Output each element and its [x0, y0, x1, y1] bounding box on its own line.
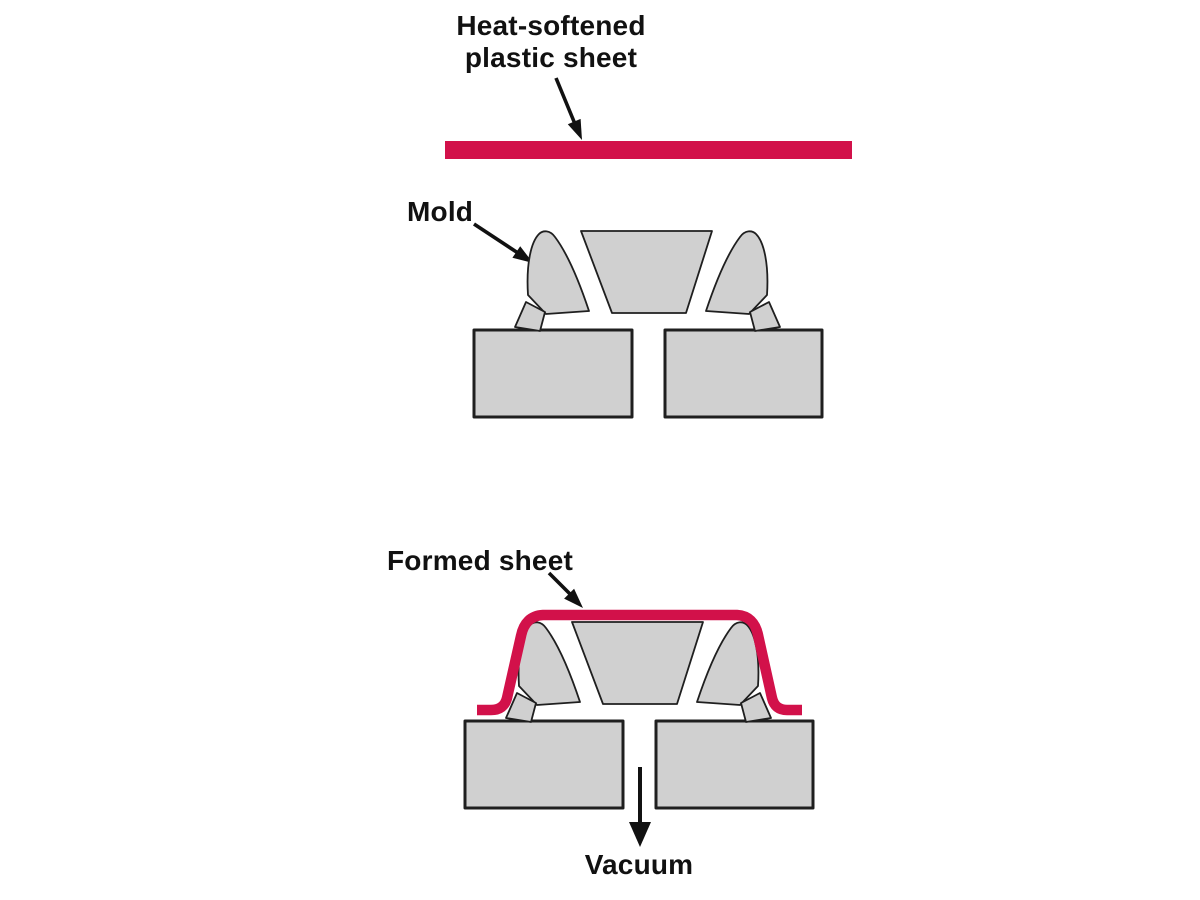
mold-right-fin	[705, 230, 769, 315]
heated-sheet-label: Heat-softened plastic sheet	[411, 10, 691, 74]
heated-sheet-label-line2: plastic sheet	[464, 42, 638, 73]
heated-sheet-arrow-icon	[554, 77, 582, 140]
mold-center-trapezoid	[580, 230, 713, 314]
mold-label: Mold	[407, 196, 474, 227]
vacuum-arrow-icon	[629, 767, 651, 847]
heated-sheet-label-line1: Heat-softened	[456, 10, 646, 41]
mold-right-fin	[696, 621, 760, 706]
mold-base-left	[463, 719, 625, 810]
mold-center-trapezoid	[571, 621, 704, 705]
mold-right-strut	[740, 692, 772, 723]
mold-left-fin	[517, 621, 581, 706]
formed-sheet-label: Formed sheet	[387, 545, 573, 576]
mold-right-strut	[749, 301, 781, 332]
mold-left-strut	[505, 692, 537, 723]
heat-softened-sheet-bar	[445, 141, 852, 159]
mold-left-strut	[514, 301, 546, 332]
formed-sheet-shape	[477, 609, 802, 716]
mold-base-left	[472, 328, 634, 419]
mold-top-assembly	[472, 230, 824, 419]
formed-sheet-arrow-icon	[547, 571, 583, 608]
mold-left-fin	[526, 230, 590, 315]
mold-base-right	[654, 719, 815, 810]
vacuum-label: Vacuum	[584, 849, 694, 880]
mold-base-right	[663, 328, 824, 419]
mold-arrow-icon	[473, 222, 533, 263]
